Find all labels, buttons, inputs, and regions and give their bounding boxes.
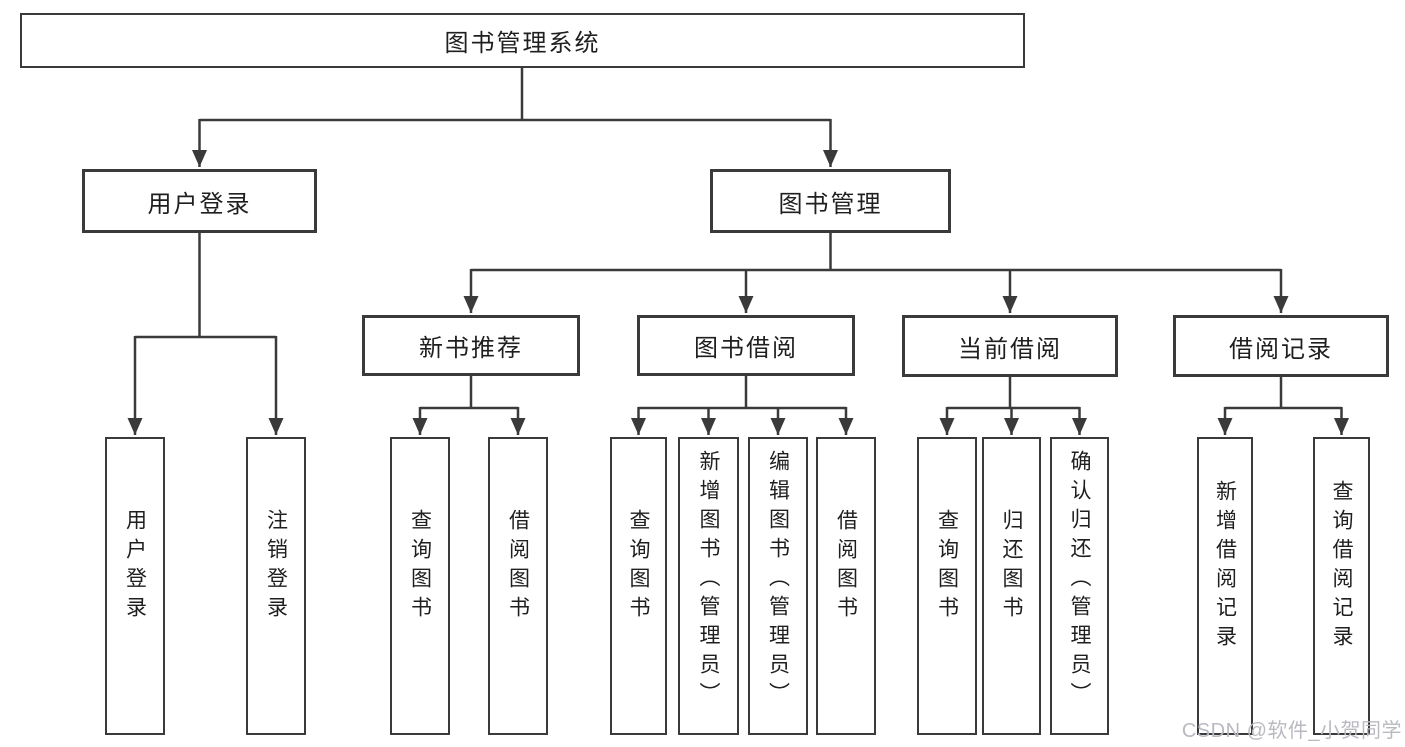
leaf-newrec-borrow-book-label: 借阅图书 — [506, 509, 530, 625]
node-borrow-record: 借阅记录 — [1173, 315, 1389, 377]
leaf-borrow-edit-book-label: 编辑图书（管理员） — [766, 449, 790, 711]
leaf-current-query-book-label: 查询图书 — [935, 509, 959, 625]
node-current-borrow-label: 当前借阅 — [958, 335, 1062, 363]
leaf-current-confirm-return: 确认归还（管理员） — [1050, 437, 1109, 735]
node-user-login: 用户登录 — [82, 169, 317, 233]
leaf-newrec-borrow-book: 借阅图书 — [488, 437, 548, 735]
node-book-mgmt: 图书管理 — [710, 169, 951, 233]
leaf-current-query-book: 查询图书 — [917, 437, 977, 735]
leaf-record-query-record-label: 查询借阅记录 — [1330, 480, 1353, 654]
leaf-borrow-add-book: 新增图书（管理员） — [678, 437, 739, 735]
leaf-borrow-query-book: 查询图书 — [610, 437, 667, 735]
leaf-logout-label: 注销登录 — [264, 509, 288, 625]
leaf-record-add-record: 新增借阅记录 — [1197, 437, 1253, 735]
leaf-newrec-query-book: 查询图书 — [390, 437, 450, 735]
leaf-borrow-edit-book: 编辑图书（管理员） — [748, 437, 808, 735]
node-root: 图书管理系统 — [20, 13, 1025, 68]
leaf-borrow-borrow-book-label: 借阅图书 — [834, 509, 858, 625]
leaf-record-query-record: 查询借阅记录 — [1313, 437, 1370, 735]
leaf-record-add-record-label: 新增借阅记录 — [1213, 480, 1237, 654]
leaf-current-return-book-label: 归还图书 — [1000, 509, 1023, 625]
leaf-user-login: 用户登录 — [105, 437, 165, 735]
leaf-borrow-borrow-book: 借阅图书 — [816, 437, 876, 735]
leaf-borrow-query-book-label: 查询图书 — [627, 509, 650, 625]
watermark: CSDN @软件_小贺同学 — [1181, 720, 1402, 742]
leaf-newrec-query-book-label: 查询图书 — [408, 509, 432, 625]
node-book-borrow: 图书借阅 — [637, 315, 855, 376]
node-new-book-rec: 新书推荐 — [362, 315, 580, 376]
node-book-borrow-label: 图书借阅 — [694, 335, 798, 362]
node-borrow-record-label: 借阅记录 — [1229, 335, 1333, 363]
node-new-book-rec-label: 新书推荐 — [419, 335, 523, 362]
leaf-logout: 注销登录 — [246, 437, 306, 735]
node-root-label: 图书管理系统 — [444, 30, 601, 57]
node-user-login-label: 用户登录 — [147, 190, 252, 218]
leaf-user-login-label: 用户登录 — [123, 509, 147, 625]
leaf-borrow-add-book-label: 新增图书（管理员） — [697, 449, 720, 711]
leaf-current-confirm-return-label: 确认归还（管理员） — [1068, 449, 1091, 711]
leaf-current-return-book: 归还图书 — [982, 437, 1041, 735]
node-book-mgmt-label: 图书管理 — [778, 190, 883, 218]
node-current-borrow: 当前借阅 — [902, 315, 1118, 377]
